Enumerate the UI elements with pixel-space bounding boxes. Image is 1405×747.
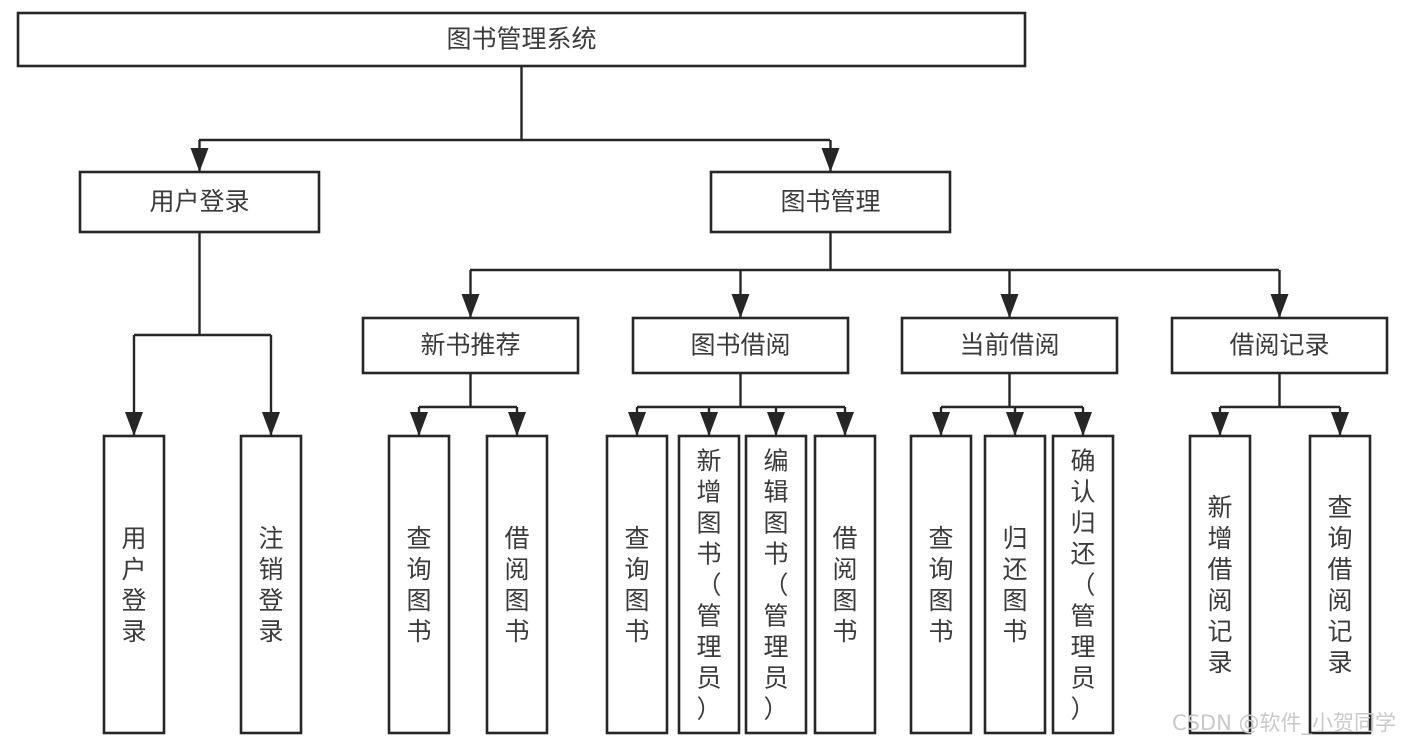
node-new-book-rec[interactable]: 新书推荐: [361, 316, 580, 375]
node-box-leaf-query-record[interactable]: [1308, 434, 1372, 735]
node-label-leaf-query-book-3: 查询图书: [928, 524, 953, 646]
node-leaf-query-book-1[interactable]: 查询图书: [387, 434, 451, 735]
node-box-leaf-user-logout[interactable]: [239, 434, 303, 735]
node-label-current-borrow: 当前借阅: [959, 331, 1059, 360]
node-leaf-borrow-book-2[interactable]: 借阅图书: [813, 434, 877, 735]
node-label-book-manage: 图书管理: [780, 187, 880, 216]
arrow-head-icon: [125, 412, 143, 436]
node-label-leaf-user-login: 用户登录: [121, 524, 146, 646]
node-label-leaf-confirm-return: 确认归还（管理员）: [1070, 447, 1095, 724]
node-box-leaf-add-record[interactable]: [1188, 434, 1252, 735]
node-label-user-login: 用户登录: [149, 187, 249, 216]
node-book-borrow[interactable]: 图书借阅: [631, 316, 850, 375]
node-label-root: 图书管理系统: [446, 25, 596, 54]
node-label-leaf-borrow-book-1: 借阅图书: [504, 524, 529, 646]
node-box-leaf-query-book-1[interactable]: [387, 434, 451, 735]
node-box-borrow-record[interactable]: [1170, 316, 1389, 375]
node-leaf-query-record[interactable]: 查询借阅记录: [1308, 434, 1372, 735]
node-label-leaf-edit-book: 编辑图书（管理员）: [763, 447, 788, 724]
node-leaf-edit-book[interactable]: 编辑图书（管理员）: [744, 434, 808, 735]
node-box-leaf-confirm-return[interactable]: [1051, 434, 1115, 735]
node-label-leaf-return-book: 归还图书: [1002, 524, 1027, 646]
arrow-head-icon: [262, 412, 280, 436]
node-box-leaf-query-book-2[interactable]: [605, 434, 669, 735]
arrow-head-icon: [1000, 294, 1019, 318]
node-box-current-borrow[interactable]: [900, 316, 1119, 375]
node-current-borrow[interactable]: 当前借阅: [900, 316, 1119, 375]
node-user-login[interactable]: 用户登录: [78, 170, 321, 234]
node-box-leaf-return-book[interactable]: [983, 434, 1047, 735]
arrow-head-icon: [628, 412, 646, 436]
node-label-leaf-query-book-1: 查询图书: [406, 524, 431, 646]
node-label-book-borrow: 图书借阅: [690, 331, 790, 360]
node-leaf-query-book-2[interactable]: 查询图书: [605, 434, 669, 735]
node-label-leaf-add-book: 新增图书（管理员）: [696, 447, 721, 724]
node-book-manage[interactable]: 图书管理: [709, 170, 952, 234]
arrow-head-icon: [461, 294, 480, 318]
arrow-head-icon: [700, 412, 718, 436]
node-box-user-login[interactable]: [78, 170, 321, 234]
arrow-head-icon: [731, 294, 750, 318]
node-leaf-borrow-book-1[interactable]: 借阅图书: [485, 434, 549, 735]
node-box-leaf-borrow-book-1[interactable]: [485, 434, 549, 735]
node-label-leaf-add-record: 新增借阅记录: [1207, 493, 1232, 677]
arrow-head-icon: [1331, 412, 1349, 436]
node-leaf-add-record[interactable]: 新增借阅记录: [1188, 434, 1252, 735]
arrow-head-icon: [410, 412, 428, 436]
arrow-head-icon: [767, 412, 785, 436]
node-label-new-book-rec: 新书推荐: [420, 331, 520, 360]
node-box-book-manage[interactable]: [709, 170, 952, 234]
arrow-head-icon: [190, 148, 209, 172]
node-leaf-confirm-return[interactable]: 确认归还（管理员）: [1051, 434, 1115, 735]
node-box-leaf-edit-book[interactable]: [744, 434, 808, 735]
arrow-head-icon: [836, 412, 854, 436]
node-box-leaf-add-book[interactable]: [677, 434, 741, 735]
node-box-book-borrow[interactable]: [631, 316, 850, 375]
node-label-leaf-query-book-2: 查询图书: [624, 524, 649, 646]
connectors-layer: [125, 66, 1349, 436]
node-label-leaf-user-logout: 注销登录: [258, 524, 283, 646]
csdn-watermark: CSDN @软件_小贺同学: [1172, 711, 1396, 736]
node-label-leaf-query-record: 查询借阅记录: [1327, 493, 1352, 677]
arrow-head-icon: [932, 412, 950, 436]
nodes-layer: 图书管理系统用户登录图书管理新书推荐图书借阅当前借阅借阅记录用户登录注销登录查询…: [16, 11, 1389, 735]
node-leaf-return-book[interactable]: 归还图书: [983, 434, 1047, 735]
arrow-head-icon: [1074, 412, 1092, 436]
node-leaf-user-logout[interactable]: 注销登录: [239, 434, 303, 735]
arrow-head-icon: [1006, 412, 1024, 436]
node-box-leaf-user-login[interactable]: [102, 434, 166, 735]
arrow-head-icon: [1270, 294, 1289, 318]
node-label-leaf-borrow-book-2: 借阅图书: [832, 524, 857, 646]
node-box-root[interactable]: [16, 11, 1027, 68]
node-leaf-add-book[interactable]: 新增图书（管理员）: [677, 434, 741, 735]
node-root[interactable]: 图书管理系统: [16, 11, 1027, 68]
node-borrow-record[interactable]: 借阅记录: [1170, 316, 1389, 375]
arrow-head-icon: [508, 412, 526, 436]
node-box-leaf-borrow-book-2[interactable]: [813, 434, 877, 735]
node-leaf-user-login[interactable]: 用户登录: [102, 434, 166, 735]
node-box-new-book-rec[interactable]: [361, 316, 580, 375]
arrow-head-icon: [1211, 412, 1229, 436]
arrow-head-icon: [821, 148, 840, 172]
node-box-leaf-query-book-3[interactable]: [909, 434, 973, 735]
node-leaf-query-book-3[interactable]: 查询图书: [909, 434, 973, 735]
node-label-borrow-record: 借阅记录: [1229, 331, 1329, 360]
